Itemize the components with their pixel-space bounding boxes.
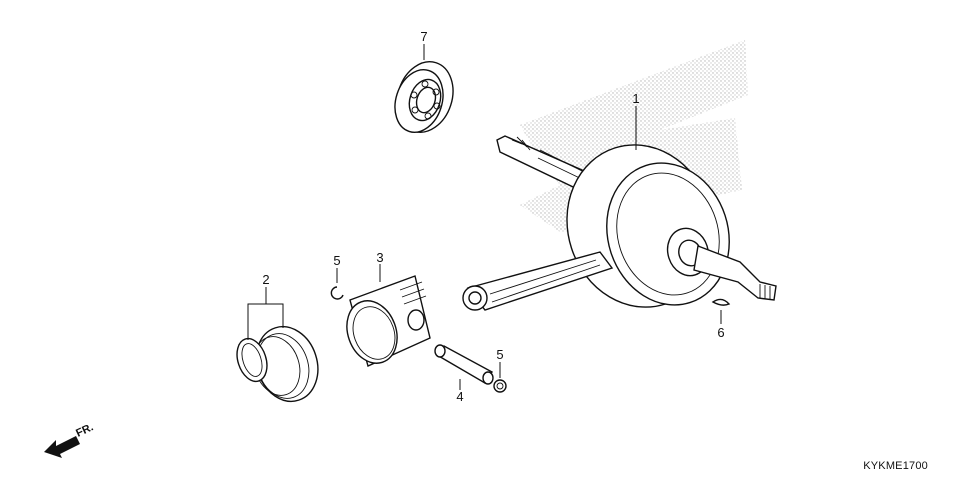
callout-6: 6 (717, 325, 724, 340)
callout-1: 1 (632, 91, 639, 106)
leader-lines (247, 44, 722, 390)
callout-4: 4 (456, 389, 463, 404)
clip-part-5-lower (493, 379, 507, 393)
crankshaft-part-1 (462, 135, 777, 311)
callout-5-upper: 5 (333, 253, 340, 268)
piston-part-3 (346, 275, 431, 367)
callout-3: 3 (376, 250, 383, 265)
callout-2: 2 (262, 272, 269, 287)
piston-pin-part-4 (434, 344, 494, 385)
clip-part-5-upper (330, 286, 344, 300)
callout-7: 7 (420, 29, 427, 44)
diagram-code: KYKME1700 (863, 460, 928, 472)
bearing-part-7 (394, 61, 454, 133)
woodruff-key-part-6 (711, 298, 731, 306)
callout-5-lower: 5 (496, 347, 503, 362)
front-direction-arrow: FR. (44, 421, 95, 458)
piston-rings-part-2 (236, 325, 319, 403)
front-arrow-label: FR. (74, 421, 95, 439)
